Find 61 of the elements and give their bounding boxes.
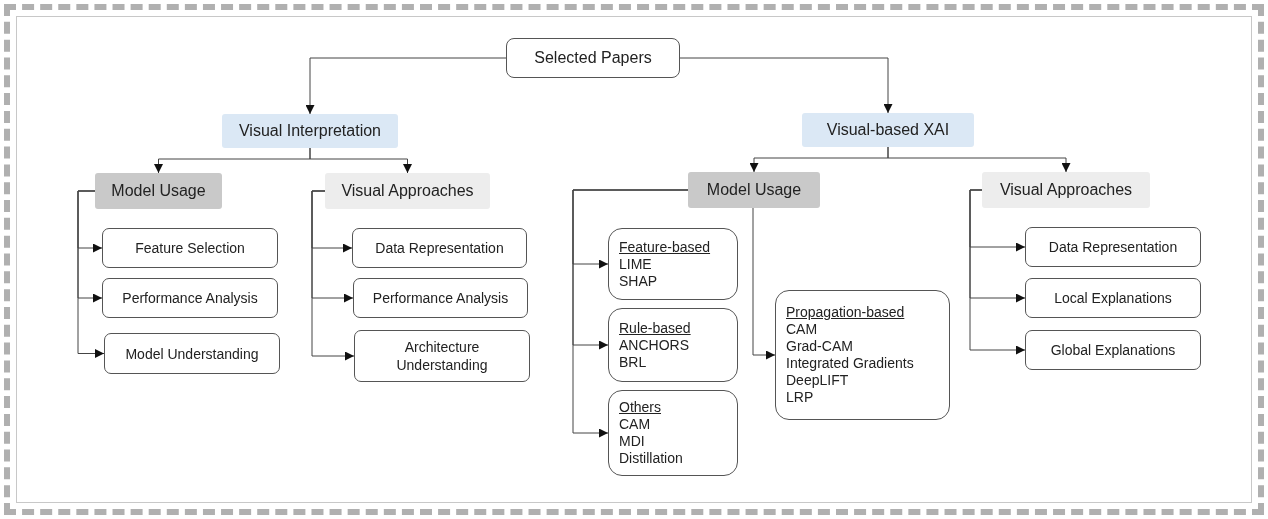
list-item: Distillation [619,450,683,467]
category-box [325,173,490,209]
connector-arrow [679,57,893,114]
connector-arrow [572,189,689,438]
category-box [506,38,680,78]
category-box [222,114,398,148]
topic-box [1025,278,1201,318]
method-list-box [775,290,950,420]
node-label: Visual Interpretation [239,122,381,140]
node-label: Performance Analysis [122,289,258,307]
topic-box [353,278,528,318]
node-label: Data Representation [1048,238,1178,256]
node-label: Model Understanding [125,344,259,363]
node-label: Feature Selection [135,239,245,257]
list-item: LIME [619,255,652,273]
topic-box [104,333,280,374]
node-label: Architecture Understanding [395,338,489,374]
node-label: Selected Papers [534,49,652,67]
connector-arrow [311,190,355,361]
node-label: Data Representation [375,239,504,257]
node-label: Model Usage [111,182,206,200]
connector-arrow [752,207,776,360]
connector-arrow [887,146,1071,173]
topic-box [102,228,278,268]
category-box [802,113,974,147]
list-heading: Others [619,399,661,416]
list-item: DeepLIFT [786,372,849,389]
connector-arrow [969,189,1026,355]
node-label: Local Explanations [1054,289,1172,307]
list-item: LRP [786,389,814,406]
list-item: CAM [619,416,651,433]
topic-box [354,330,530,382]
node-label: Performance Analysis [372,289,509,307]
category-box [95,173,222,209]
node-label: Global Explanations [1050,341,1176,359]
list-item: Integrated Gradients [786,355,914,372]
node-label: Model Usage [706,181,802,199]
connector-arrow [309,147,412,174]
category-box [982,172,1150,208]
method-list-box [608,308,738,382]
topic-box [1025,330,1201,370]
connector-arrow [305,57,507,115]
topic-box [1025,227,1201,267]
list-heading: Rule-based [619,319,691,337]
node-label: Visual-based XAI [826,121,950,139]
list-item: MDI [619,433,645,450]
connector-arrow [77,190,105,358]
list-heading: Propagation-based [786,304,905,321]
method-list-box [608,390,738,476]
category-box [688,172,820,208]
list-item: SHAP [619,272,658,290]
list-item: CAM [786,321,818,338]
list-heading: Feature-based [619,238,711,256]
topic-box [352,228,527,268]
node-label: Visual Approaches [341,182,474,200]
list-item: BRL [619,353,647,371]
list-item: ANCHORS [619,336,689,354]
list-item: Grad-CAM [786,338,853,355]
topic-box [102,278,278,318]
node-label: Visual Approaches [999,181,1133,199]
method-list-box [608,228,738,300]
